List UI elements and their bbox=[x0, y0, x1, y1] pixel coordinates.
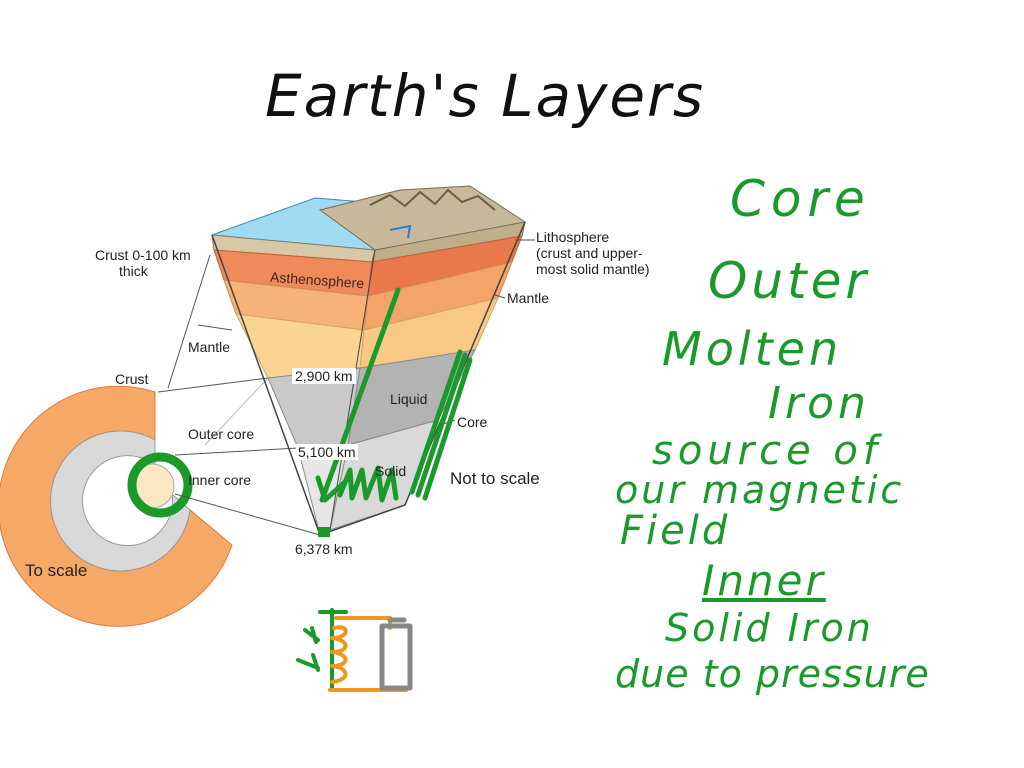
green-circle-mark bbox=[127, 452, 193, 518]
outer-core-ring bbox=[50, 430, 191, 572]
center-dot bbox=[318, 527, 330, 537]
note-iron: Iron bbox=[768, 378, 870, 429]
not-to-scale-label: Not to scale bbox=[450, 469, 540, 488]
note-solid-iron: Solid Iron bbox=[665, 606, 874, 650]
outer-core-label: Outer core bbox=[188, 426, 255, 442]
mantle-ring bbox=[0, 385, 233, 627]
to-scale-label: To scale bbox=[25, 561, 88, 580]
depth-2900-label: 2,900 km bbox=[292, 368, 356, 384]
note-field: Field bbox=[620, 508, 731, 554]
lithosphere-line2: (crust and upper- bbox=[536, 245, 643, 261]
to-scale-cross-section bbox=[0, 254, 321, 627]
crust-thickness-label: Crust 0-100 km thick bbox=[95, 247, 191, 279]
not-to-scale-wedge bbox=[211, 185, 535, 537]
battery bbox=[379, 623, 413, 691]
liquid-label: Liquid bbox=[390, 391, 428, 407]
inner-core-label: Inner core bbox=[188, 472, 252, 488]
note-outer: Outer bbox=[708, 252, 870, 310]
note-due-to-pressure: due to pressure bbox=[615, 652, 930, 696]
depth-6378-label: 6,378 km bbox=[295, 541, 353, 557]
depth-5100-label: 5,100 km bbox=[296, 444, 358, 460]
solid-label: Solid bbox=[375, 463, 407, 479]
note-our-magnetic: our magnetic bbox=[615, 468, 905, 512]
note-molten: Molten bbox=[662, 322, 843, 376]
mantle-right-label: Mantle bbox=[507, 290, 550, 306]
note-inner: Inner bbox=[702, 556, 826, 605]
electromagnet-sketch bbox=[296, 608, 413, 692]
lithosphere-line3: most solid mantle) bbox=[536, 261, 650, 277]
crust-thickness-line1: Crust 0-100 km bbox=[95, 247, 191, 263]
mantle-left-label: Mantle bbox=[188, 339, 231, 355]
note-source-of: source of bbox=[652, 428, 882, 474]
core-label: Core bbox=[457, 414, 488, 430]
crust-label: Crust bbox=[115, 371, 149, 387]
note-core: Core bbox=[730, 170, 871, 228]
page-title: Earth's Layers bbox=[265, 62, 706, 130]
lithosphere-label: Lithosphere (crust and upper- most solid… bbox=[536, 229, 650, 277]
lithosphere-line1: Lithosphere bbox=[536, 229, 610, 245]
green-annotation-strokes bbox=[315, 287, 473, 503]
crust-thickness-line2: thick bbox=[119, 263, 148, 279]
